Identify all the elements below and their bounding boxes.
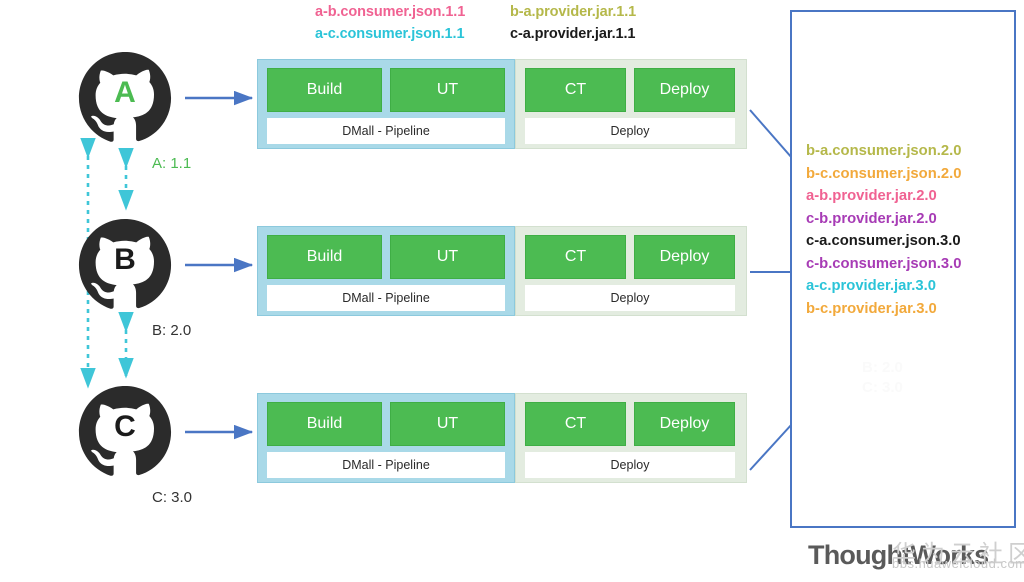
result-item: c-b.consumer.json.3.0 — [806, 255, 962, 272]
thoughtworks-logo: ThoughtWorks — [808, 540, 989, 570]
pipeline-b-deploy-container: CT Deploy Deploy — [515, 226, 747, 316]
stage-ut[interactable]: UT — [390, 68, 505, 112]
contract-result-list: b-a.consumer.json.2.0 b-c.consumer.json.… — [806, 140, 1016, 320]
repo-node-c[interactable]: C — [76, 383, 174, 481]
watermark-url: bbs.huaweicloud.com — [892, 556, 1024, 571]
label-ba-provider: b-a.provider.jar.1.1 — [510, 4, 637, 20]
result-item: a-b.provider.jar.2.0 — [806, 188, 937, 204]
stage-ut[interactable]: UT — [390, 235, 505, 279]
pipeline-a: Build UT DMall - Pipeline CT Deploy Depl… — [257, 59, 747, 149]
stage-ct[interactable]: CT — [525, 402, 626, 446]
label-ab-consumer: a-b.consumer.json.1.1 — [315, 4, 466, 20]
line-pipeline-a-to-panel — [749, 109, 793, 159]
stage-build[interactable]: Build — [267, 402, 382, 446]
pipeline-c: Build UT DMall - Pipeline CT Deploy Depl… — [257, 393, 747, 483]
node-letter-c: C — [114, 410, 136, 443]
stage-build[interactable]: Build — [267, 235, 382, 279]
line-pipeline-c-to-panel — [749, 423, 793, 471]
pipeline-b-footer-label: DMall - Pipeline — [267, 285, 505, 311]
pipeline-a-footer-label: DMall - Pipeline — [267, 118, 505, 144]
pipeline-a-deploy-container: CT Deploy Deploy — [515, 59, 747, 149]
result-item: b-c.provider.jar.3.0 — [806, 300, 937, 317]
github-octocat-icon — [78, 51, 172, 142]
pipeline-b-deploy-footer-label: Deploy — [525, 285, 735, 311]
panel-ghost-text: B: 2.0 C: 3.0 — [862, 358, 903, 398]
top-contract-labels: a-b.consumer.json.1.1 b-a.provider.jar.1… — [255, 2, 775, 54]
node-letter-b: B — [114, 243, 136, 276]
stage-deploy[interactable]: Deploy — [634, 402, 735, 446]
node-letter-a: A — [114, 76, 136, 109]
pipeline-c-deploy-footer-label: Deploy — [525, 452, 735, 478]
stage-build[interactable]: Build — [267, 68, 382, 112]
stage-deploy[interactable]: Deploy — [634, 235, 735, 279]
watermark-chinese-text: 华为云社区 — [892, 541, 1024, 568]
ghost-line-b: B: 2.0 — [862, 359, 903, 376]
repo-node-b[interactable]: B — [76, 216, 174, 314]
label-ac-consumer: a-c.consumer.json.1.1 — [315, 26, 465, 42]
label-ca-provider: c-a.provider.jar.1.1 — [510, 26, 636, 42]
result-item: c-b.provider.jar.2.0 — [806, 210, 937, 227]
pipeline-c-footer-label: DMall - Pipeline — [267, 452, 505, 478]
pipeline-b: Build UT DMall - Pipeline CT Deploy Depl… — [257, 226, 747, 316]
stage-ct[interactable]: CT — [525, 235, 626, 279]
github-octocat-icon — [78, 218, 172, 309]
pipeline-a-deploy-footer-label: Deploy — [525, 118, 735, 144]
result-item: a-c.provider.jar.3.0 — [806, 278, 936, 294]
result-item: b-c.consumer.json.2.0 — [806, 165, 962, 182]
pipeline-b-build-container: Build UT DMall - Pipeline — [257, 226, 515, 316]
result-item: c-a.consumer.json.3.0 — [806, 233, 961, 249]
pipeline-a-build-container: Build UT DMall - Pipeline — [257, 59, 515, 149]
node-caption-a: A: 1.1 — [152, 155, 192, 172]
pipeline-c-deploy-container: CT Deploy Deploy — [515, 393, 747, 483]
github-octocat-icon — [78, 385, 172, 476]
ghost-line-c: C: 3.0 — [862, 379, 903, 396]
stage-ct[interactable]: CT — [525, 68, 626, 112]
contract-result-panel — [790, 10, 1016, 528]
stage-ut[interactable]: UT — [390, 402, 505, 446]
result-item: b-a.consumer.json.2.0 — [806, 143, 962, 159]
repo-node-a[interactable]: A — [76, 49, 174, 147]
node-caption-c: C: 3.0 — [152, 489, 193, 506]
stage-deploy[interactable]: Deploy — [634, 68, 735, 112]
node-caption-b: B: 2.0 — [152, 322, 192, 339]
pipeline-c-build-container: Build UT DMall - Pipeline — [257, 393, 515, 483]
